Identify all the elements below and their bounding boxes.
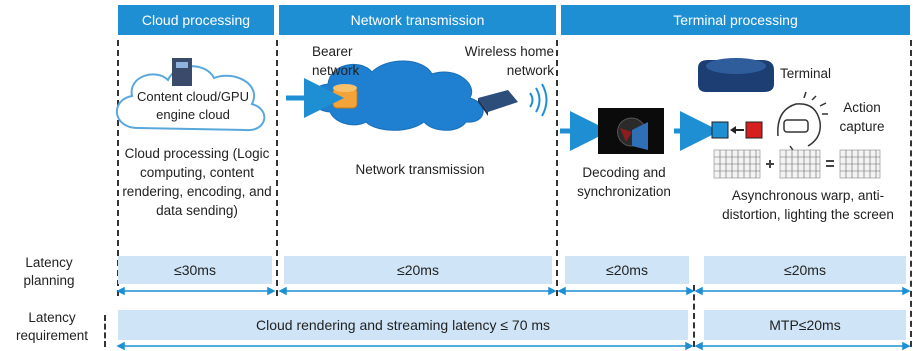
warp-grid-2-icon (779, 149, 821, 179)
decoding-description: Decoding and synchronization (577, 165, 671, 199)
divider-cloud-network (276, 40, 278, 296)
latency-value-decoding: ≤20ms (606, 262, 648, 278)
router-icon (332, 84, 358, 109)
latency-box-cloud: ≤30ms (118, 256, 272, 284)
action-capture-label: Action capture (839, 100, 885, 134)
requirement-value-cloud-stream: Cloud rendering and streaming latency ≤ … (255, 317, 551, 333)
header-terminal-processing-label: Terminal processing (673, 12, 798, 28)
divider-decoding-terminal (693, 285, 695, 347)
network-transmission-description: Network transmission (355, 162, 485, 177)
cloud-processing-description: Cloud processing (Logic computing, conte… (122, 146, 272, 218)
terminal-description: Asynchronous warp, anti-distortion, ligh… (722, 188, 894, 222)
requirement-box-mtp: MTP≤20ms (704, 310, 906, 340)
terminal-label: Terminal (780, 66, 832, 81)
latency-box-decoding: ≤20ms (565, 256, 689, 284)
equals-sign-icon (826, 160, 834, 167)
latency-value-terminal: ≤20ms (784, 262, 826, 278)
person-vr-icon (777, 91, 828, 161)
divider-left (117, 40, 119, 296)
frame-swap-icon (711, 121, 763, 139)
plus-sign-icon (766, 160, 774, 168)
bearer-network-label: Bearer network (312, 44, 360, 78)
header-cloud-processing: Cloud processing (118, 5, 274, 35)
server-icon (172, 58, 192, 86)
header-terminal-processing: Terminal processing (561, 5, 910, 35)
wireless-router-icon (478, 90, 518, 116)
requirement-value-mtp: MTP≤20ms (769, 317, 841, 333)
network-cloud-icon (311, 60, 484, 131)
row-label-latency-requirement: Latency requirement (15, 310, 89, 343)
latency-value-network: ≤20ms (397, 262, 439, 278)
header-cloud-processing-label: Cloud processing (141, 12, 251, 28)
warp-grid-1-icon (713, 149, 761, 179)
header-network-transmission: Network transmission (279, 5, 556, 35)
latency-value-cloud: ≤30ms (174, 262, 216, 278)
decoding-screen-icon (598, 108, 664, 154)
row-label-latency-planning: Latency planning (23, 255, 75, 288)
header-network-transmission-label: Network transmission (350, 12, 485, 28)
latency-box-network: ≤20ms (284, 256, 552, 284)
warp-grid-3-icon (839, 149, 881, 179)
requirement-box-cloud-stream: Cloud rendering and streaming latency ≤ … (118, 310, 688, 340)
divider-network-terminal (556, 40, 558, 296)
divider-right (910, 40, 912, 347)
vr-headset-icon (698, 58, 774, 92)
content-cloud-label: Content cloud/GPU engine cloud (136, 89, 249, 122)
wifi-signal-icon (529, 83, 548, 117)
divider-row-labels (104, 315, 106, 347)
latency-box-terminal: ≤20ms (704, 256, 906, 284)
wireless-home-network-label: Wireless home network (464, 44, 554, 78)
